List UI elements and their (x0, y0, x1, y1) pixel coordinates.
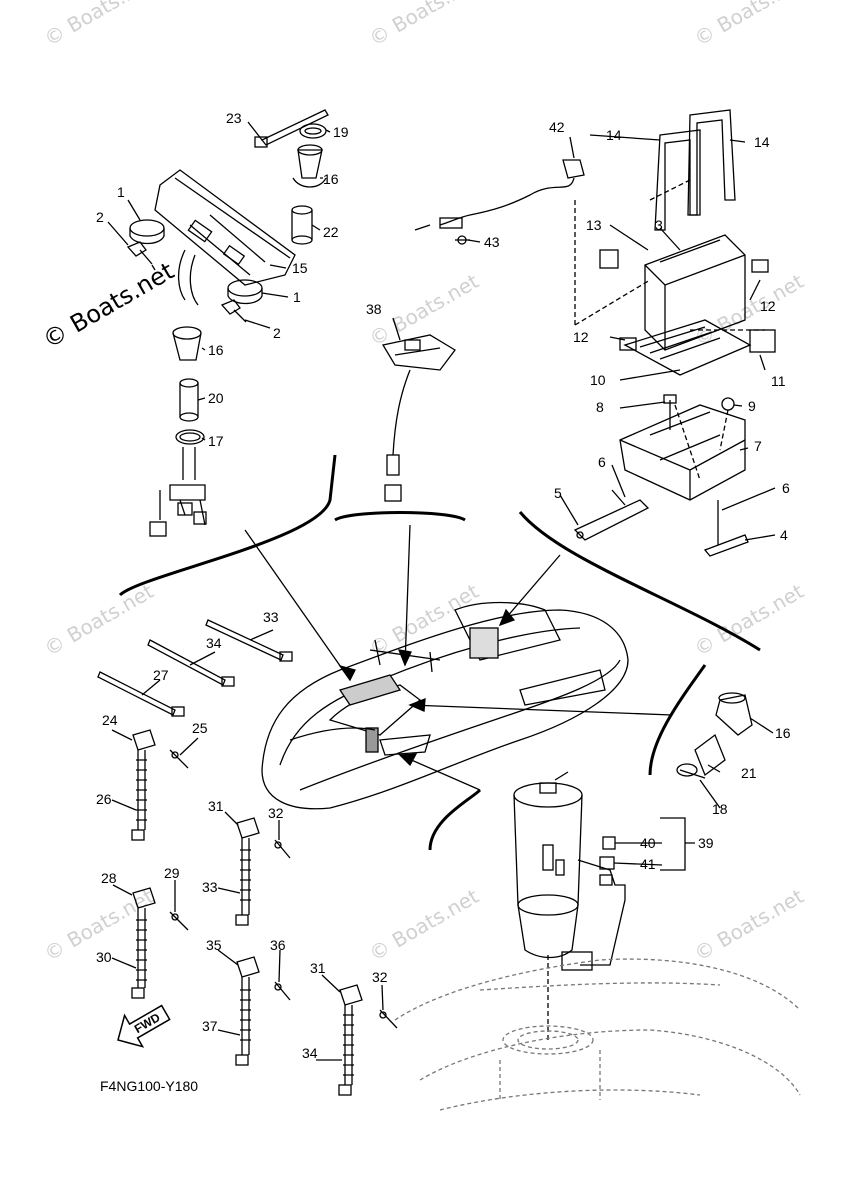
callout-13: 13 (586, 217, 602, 233)
callout-17: 17 (208, 433, 224, 449)
callout-1: 1 (117, 184, 125, 200)
callout-38: 38 (366, 301, 382, 317)
callout-39: 39 (698, 835, 714, 851)
callout-5: 5 (554, 485, 562, 501)
callout-31: 31 (310, 960, 326, 976)
watercraft-hull (261, 601, 629, 810)
callout-2: 2 (96, 209, 104, 225)
callout-41: 41 (640, 856, 656, 872)
callout-43: 43 (484, 234, 500, 250)
callout-2: 2 (273, 325, 281, 341)
callout-28: 28 (101, 870, 117, 886)
clip-31-34 (338, 984, 398, 1096)
callout-32: 32 (372, 969, 388, 985)
callout-16: 16 (208, 342, 224, 358)
callout-24: 24 (102, 712, 118, 728)
callout-15: 15 (292, 260, 308, 276)
callout-11: 11 (771, 373, 786, 389)
callout-12: 12 (573, 329, 589, 345)
clip-35-37 (235, 956, 291, 1066)
callout-7: 7 (754, 438, 762, 454)
callout-36: 36 (270, 937, 286, 953)
callout-34: 34 (206, 635, 222, 651)
fuel-pump (513, 771, 626, 1040)
callout-25: 25 (192, 720, 208, 736)
fuel-tank (394, 958, 801, 1111)
callout-31: 31 (208, 798, 224, 814)
callout-6: 6 (598, 454, 606, 470)
section-bracket-left (118, 454, 337, 597)
section-bracket-middle (334, 511, 466, 522)
section-bracket-fuel (428, 788, 482, 851)
callout-20: 20 (208, 390, 224, 406)
clip-24-26 (131, 729, 189, 841)
callout-4: 4 (780, 527, 788, 543)
callout-30: 30 (96, 949, 112, 965)
clip-31-33 (235, 817, 291, 926)
callout-16: 16 (323, 171, 339, 187)
callout-19: 19 (333, 124, 349, 140)
callout-40: 40 (640, 835, 656, 851)
clip-28-30 (131, 887, 189, 999)
diagram-code: F4NG100-Y180 (100, 1078, 199, 1094)
callout-9: 9 (748, 398, 756, 414)
callout-33: 33 (202, 879, 218, 895)
callout-16: 16 (775, 725, 791, 741)
callout-21: 21 (741, 765, 757, 781)
callout-37: 37 (202, 1018, 218, 1034)
callout-18: 18 (712, 801, 728, 817)
section-bracket-right (518, 511, 761, 652)
callout-32: 32 (268, 805, 284, 821)
callout-14: 14 (606, 127, 622, 143)
callout-34: 34 (302, 1045, 318, 1061)
callout-22: 22 (323, 224, 339, 240)
callout-27: 27 (153, 667, 169, 683)
callout-6: 6 (782, 480, 790, 496)
callout-35: 35 (206, 937, 222, 953)
fwd-arrow: FWD (117, 1004, 171, 1048)
section-bracket-lower-right (648, 664, 707, 776)
callout-26: 26 (96, 791, 112, 807)
callout-8: 8 (596, 399, 604, 415)
callout-42: 42 (549, 119, 565, 135)
callout-14: 14 (754, 134, 770, 150)
meter-unit (154, 169, 296, 306)
callout-3: 3 (655, 217, 663, 233)
callout-23: 23 (226, 110, 242, 126)
callout-12: 12 (760, 298, 776, 314)
callout-10: 10 (590, 372, 606, 388)
callout-29: 29 (164, 865, 180, 881)
callout-33: 33 (263, 609, 279, 625)
callout-1: 1 (293, 289, 301, 305)
